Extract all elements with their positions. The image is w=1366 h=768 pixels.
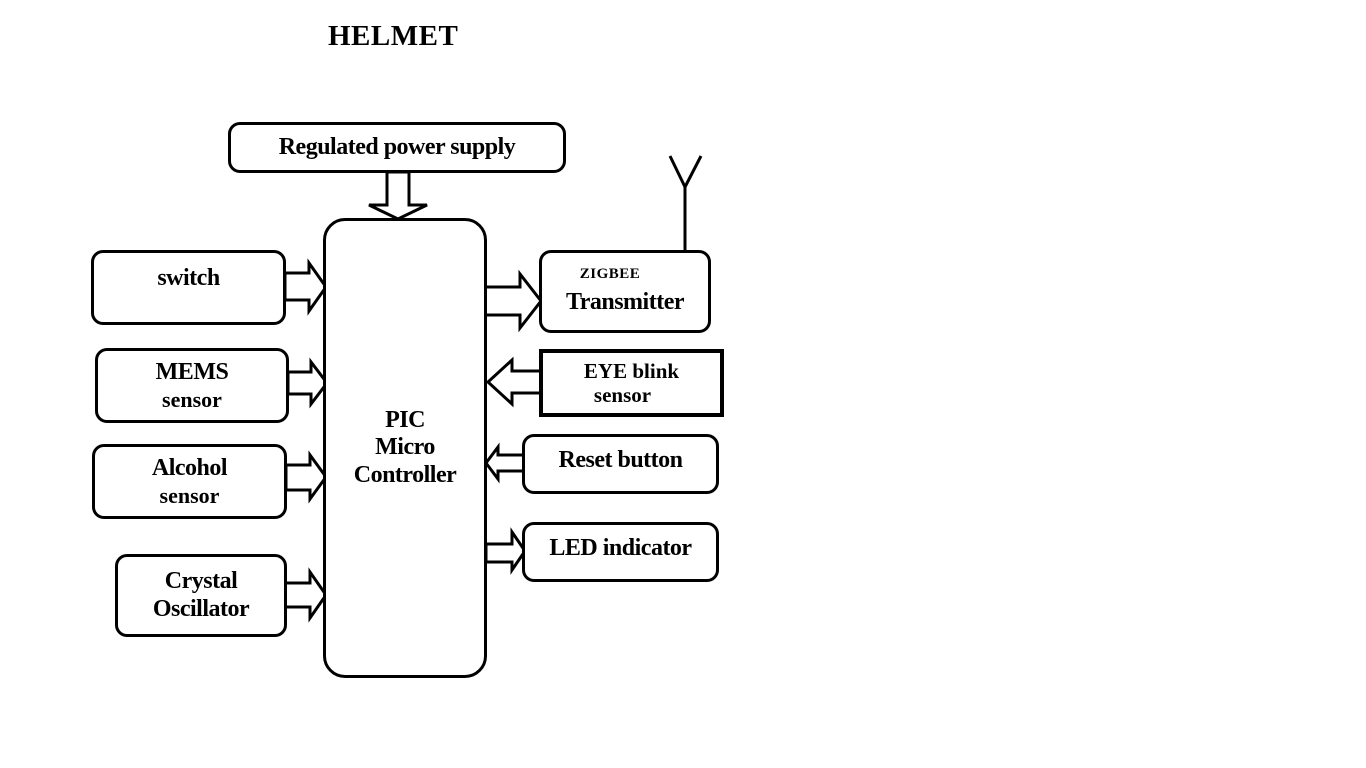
reset-button-block: Reset button: [522, 434, 719, 494]
arrow-power-to-controller: [368, 170, 428, 221]
led-indicator-block: LED indicator: [522, 522, 719, 582]
antenna-icon: [668, 155, 703, 250]
alcohol-label-line1: Alcohol: [151, 455, 228, 482]
alcohol-label-line2: sensor: [159, 482, 220, 508]
arrow-mems-to-controller: [286, 357, 329, 409]
transmitter-label: Transmitter: [565, 289, 685, 316]
eye-blink-label-line2: sensor: [593, 383, 652, 407]
crystal-oscillator-block: Crystal Oscillator: [115, 554, 287, 637]
crystal-label-line2: Oscillator: [152, 595, 250, 622]
alcohol-sensor-block: Alcohol sensor: [92, 444, 287, 519]
mems-sensor-block: MEMS sensor: [95, 348, 289, 423]
arrow-controller-to-led: [484, 527, 527, 575]
zigbee-transmitter-block: ZIGBEE Transmitter: [539, 250, 711, 333]
controller-label-line2: Micro: [375, 434, 435, 461]
mems-label-line2: sensor: [162, 386, 222, 412]
arrow-eyeblink-to-controller: [485, 356, 543, 408]
reset-button-label: Reset button: [558, 447, 684, 473]
zigbee-label: ZIGBEE: [579, 266, 641, 283]
arrow-switch-to-controller: [283, 258, 328, 316]
arrow-reset-to-controller: [484, 442, 526, 484]
eye-blink-sensor-block: EYE blink sensor: [539, 349, 724, 417]
eye-blink-label-line1: EYE blink: [583, 358, 680, 383]
controller-label-line3: Controller: [353, 461, 457, 488]
crystal-label-line1: Crystal: [164, 567, 238, 594]
power-supply-block: Regulated power supply: [228, 122, 566, 173]
switch-block: switch: [91, 250, 286, 325]
arrow-alcohol-to-controller: [284, 450, 328, 504]
power-supply-label: Regulated power supply: [278, 133, 516, 160]
diagram-title: HELMET: [328, 20, 459, 52]
controller-label-line1: PIC: [385, 406, 425, 433]
arrow-controller-to-transmitter: [483, 269, 543, 333]
arrow-crystal-to-controller: [283, 567, 328, 623]
led-indicator-label: LED indicator: [549, 535, 692, 561]
switch-label: switch: [157, 265, 220, 291]
mems-label-line1: MEMS: [155, 359, 229, 386]
controller-block: PIC Micro Controller: [323, 218, 487, 678]
